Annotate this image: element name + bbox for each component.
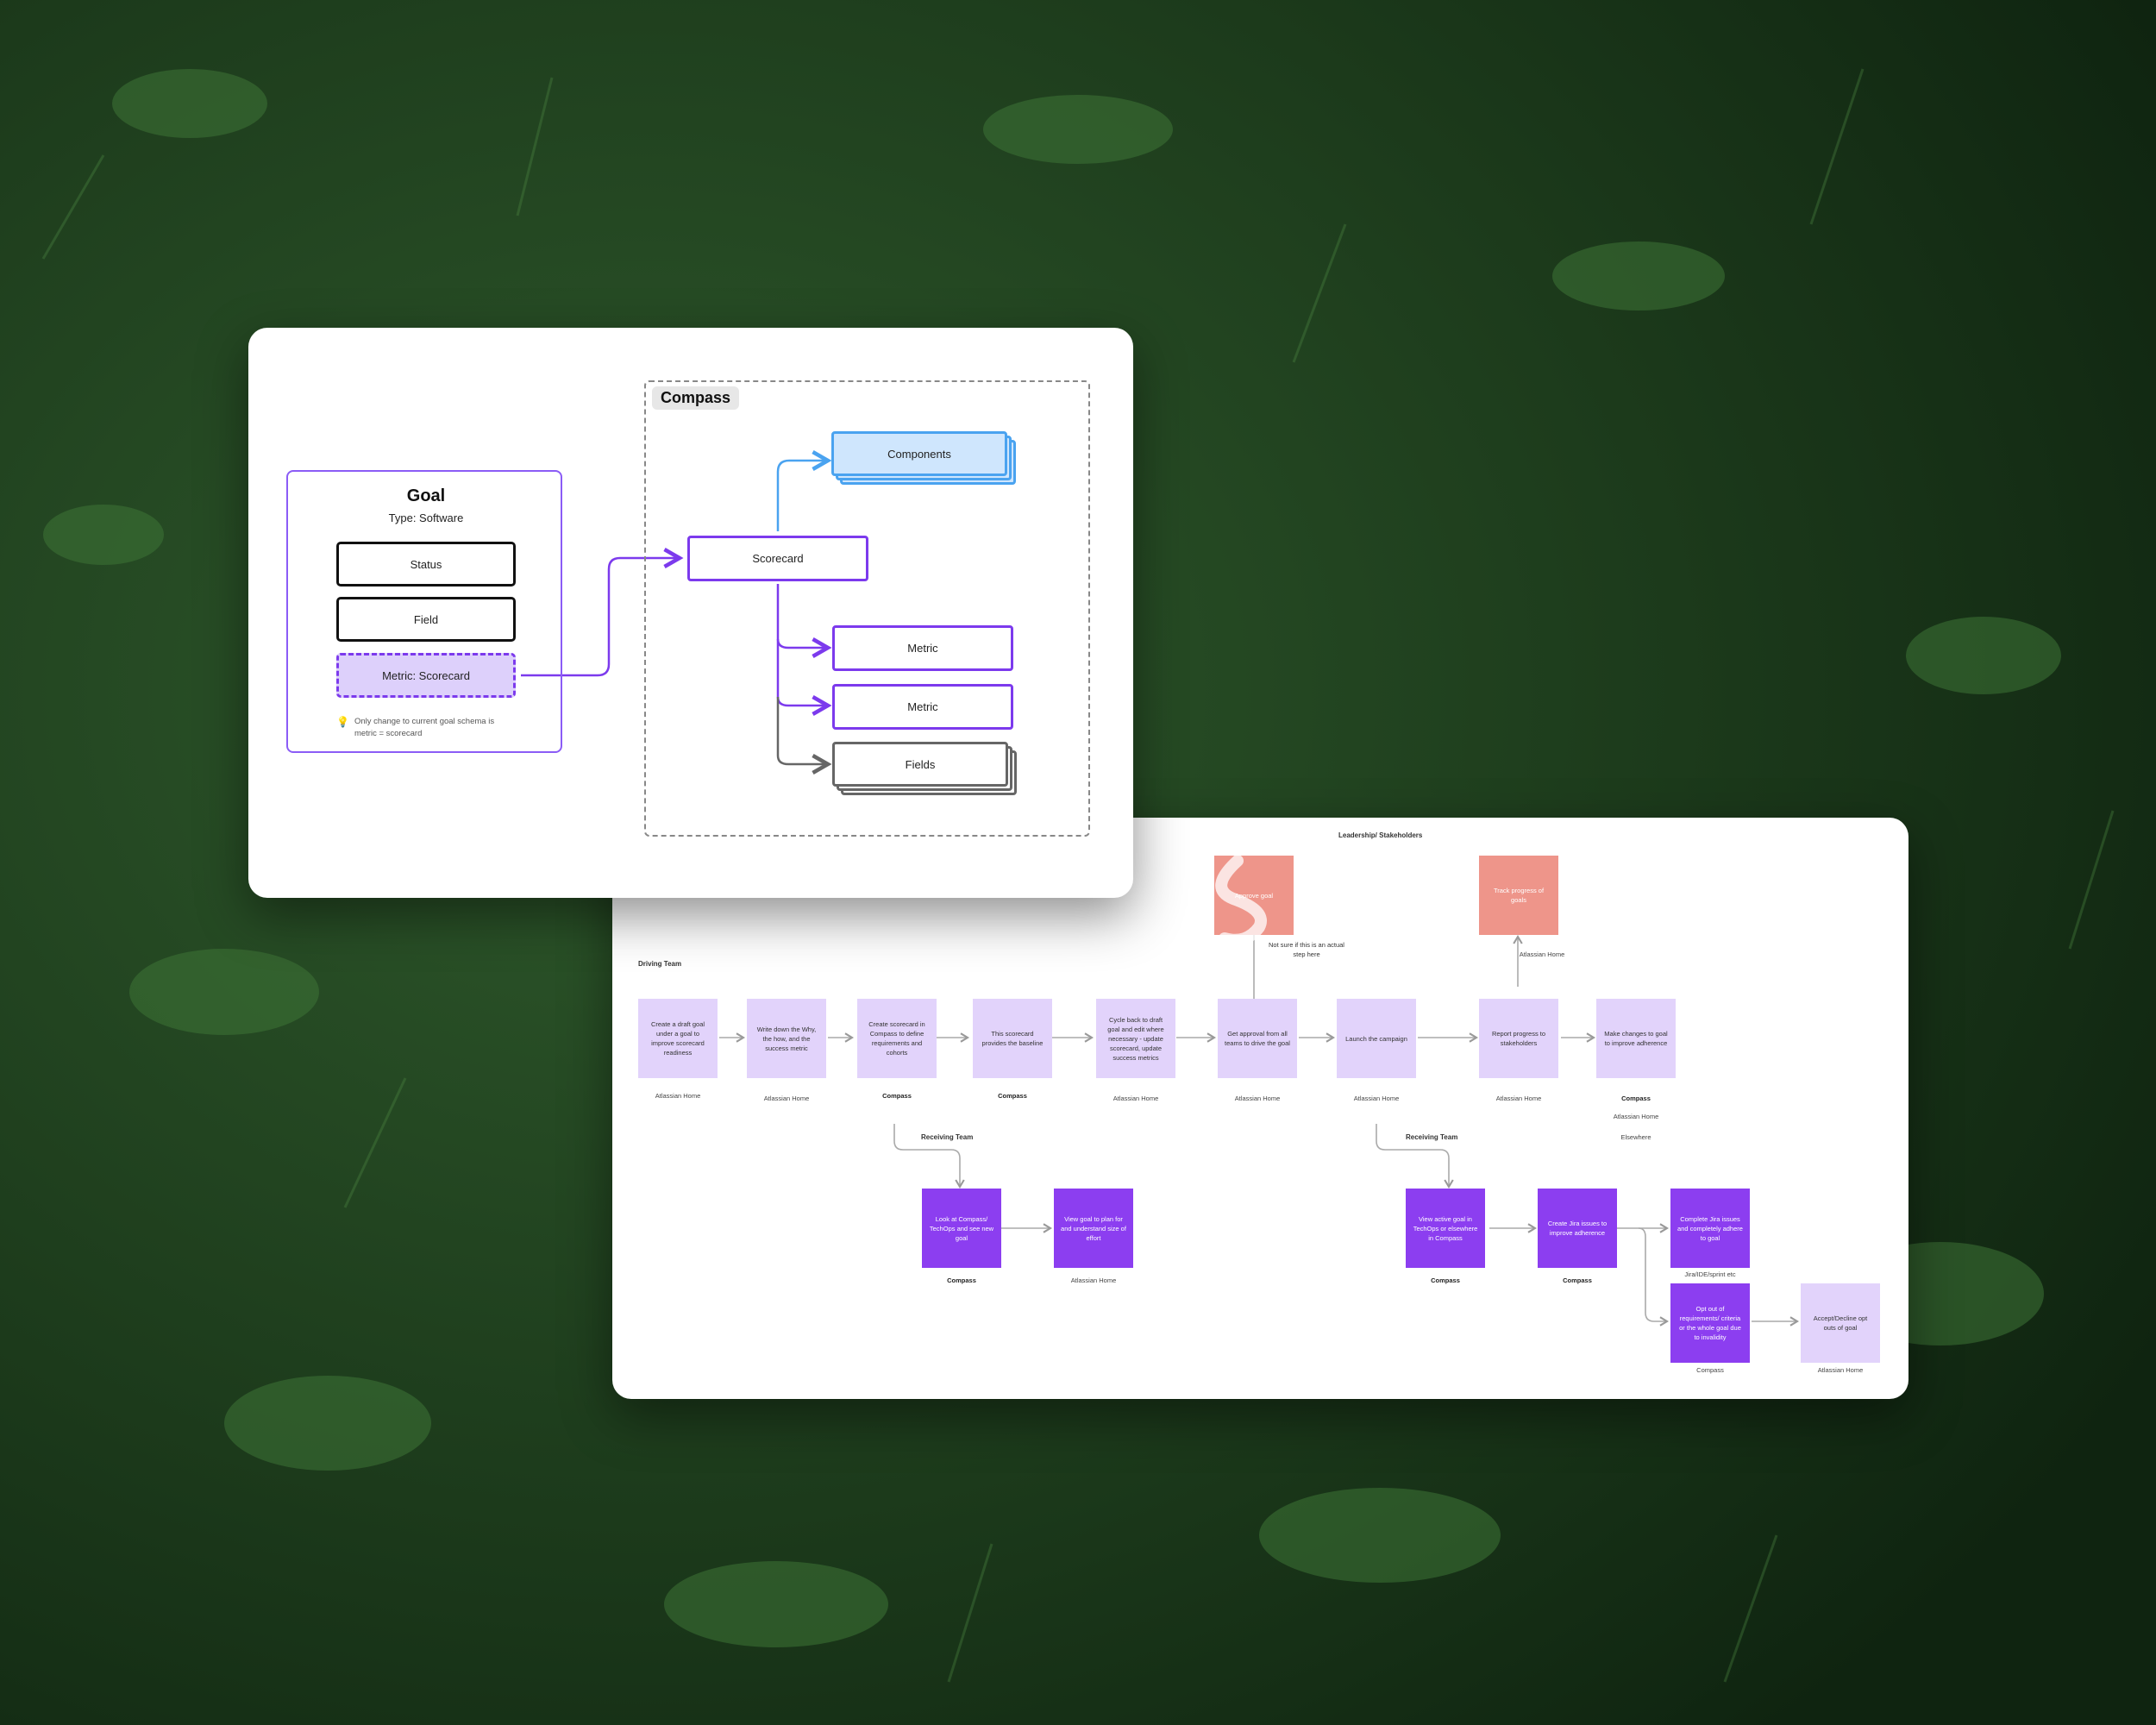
step-5-tag: Atlassian Home [1112, 1095, 1159, 1102]
recv2-step-3-tag: Jira/IDE/sprint etc [1684, 1270, 1736, 1278]
step-write-why: Write down the Why, the how, and the suc… [747, 999, 826, 1078]
metric-node-2: Metric [832, 684, 1013, 730]
step-create-scorecard: Create scorecard in Compass to define re… [857, 999, 937, 1078]
step-9-tag-2: Atlassian Home [1613, 1113, 1659, 1120]
field-field: Field [336, 597, 516, 642]
lane-leadership: Leadership/ Stakeholders [1338, 831, 1423, 839]
step-look-at-compass: Look at Compass/ TechOps and see new goa… [922, 1189, 1001, 1268]
step-create-jira-issues: Create Jira issues to improve adherence [1538, 1189, 1617, 1268]
track-progress-tag: Atlassian Home [1519, 950, 1565, 958]
step-7-tag: Atlassian Home [1353, 1095, 1400, 1102]
step-make-changes: Make changes to goal to improve adherenc… [1596, 999, 1676, 1078]
goal-title: Goal [406, 486, 446, 505]
step-6-tag: Atlassian Home [1234, 1095, 1281, 1102]
track-progress-text: Track progress of goals [1493, 887, 1545, 904]
step-get-approval: Get approval from all teams to drive the… [1218, 999, 1297, 1078]
fields-node: Fields [832, 742, 1008, 787]
step-9-tag-3: Elsewhere [1620, 1133, 1651, 1141]
compass-frame [644, 380, 1090, 837]
step-scorecard-baseline: This scorecard provides the baseline [973, 999, 1052, 1078]
step-opt-out: Opt out of requirements/ criteria or the… [1670, 1283, 1750, 1363]
step-view-goal-plan: View goal to plan for and understand siz… [1054, 1189, 1133, 1268]
step-view-active-goal: View active goal in TechOps or elsewhere… [1406, 1189, 1485, 1268]
step-complete-jira-issues: Complete Jira issues and completely adhe… [1670, 1189, 1750, 1268]
lane-receiving-1: Receiving Team [921, 1133, 974, 1141]
lane-receiving-2: Receiving Team [1406, 1133, 1458, 1141]
step-cycle-back: Cycle back to draft goal and edit where … [1096, 999, 1175, 1078]
lane-driving: Driving Team [638, 960, 682, 968]
track-progress-sticky: Track progress of goals [1479, 856, 1558, 935]
step-2-tag: Atlassian Home [763, 1095, 810, 1102]
metric-node-1: Metric [832, 625, 1013, 671]
scorecard-node: Scorecard [687, 536, 868, 581]
step-9-tag: Compass [1621, 1095, 1651, 1102]
recv1-step-1-tag: Compass [947, 1276, 976, 1284]
approve-goal-text: Approve goal [1234, 891, 1274, 900]
approve-note: Not sure if this is an actual step here [1269, 941, 1344, 958]
step-accept-decline: Accept/Decline opt outs of goal [1801, 1283, 1880, 1363]
recv2-step-1-tag: Compass [1431, 1276, 1460, 1284]
lightbulb-icon: 💡 [336, 716, 349, 728]
step-3-tag: Compass [882, 1092, 912, 1100]
status-field: Status [336, 542, 516, 586]
components-node: Components [831, 431, 1007, 476]
step-8-tag: Atlassian Home [1495, 1095, 1542, 1102]
metric-scorecard-field: Metric: Scorecard [336, 653, 516, 698]
goal-container: Goal Type: Software Status Field Metric:… [286, 470, 562, 753]
step-create-draft-goal: Create a draft goal under a goal to impr… [638, 999, 718, 1078]
goal-type: Type: Software [388, 511, 464, 524]
step-launch-campaign: Launch the campaign [1337, 999, 1416, 1078]
recv1-step-2-tag: Atlassian Home [1070, 1276, 1117, 1284]
step-report-progress: Report progress to stakeholders [1479, 999, 1558, 1078]
recv2-step-5-tag: Atlassian Home [1817, 1366, 1864, 1374]
recv2-step-2-tag: Compass [1563, 1276, 1592, 1284]
recv2-step-4-tag: Compass [1696, 1366, 1724, 1374]
step-4-tag: Compass [998, 1092, 1027, 1100]
schema-hint-text: Only change to current goal schema is me… [354, 717, 495, 738]
goal-schema-card: Goal Type: Software Status Field Metric:… [248, 328, 1133, 898]
scribble-mark [1215, 855, 1267, 946]
compass-label: Compass [652, 386, 740, 410]
step-1-tag: Atlassian Home [655, 1092, 701, 1100]
journey-map-card: Leadership/ Stakeholders Driving Team Re… [612, 818, 1908, 1399]
schema-hint: 💡 Only change to current goal schema is … [336, 716, 509, 740]
